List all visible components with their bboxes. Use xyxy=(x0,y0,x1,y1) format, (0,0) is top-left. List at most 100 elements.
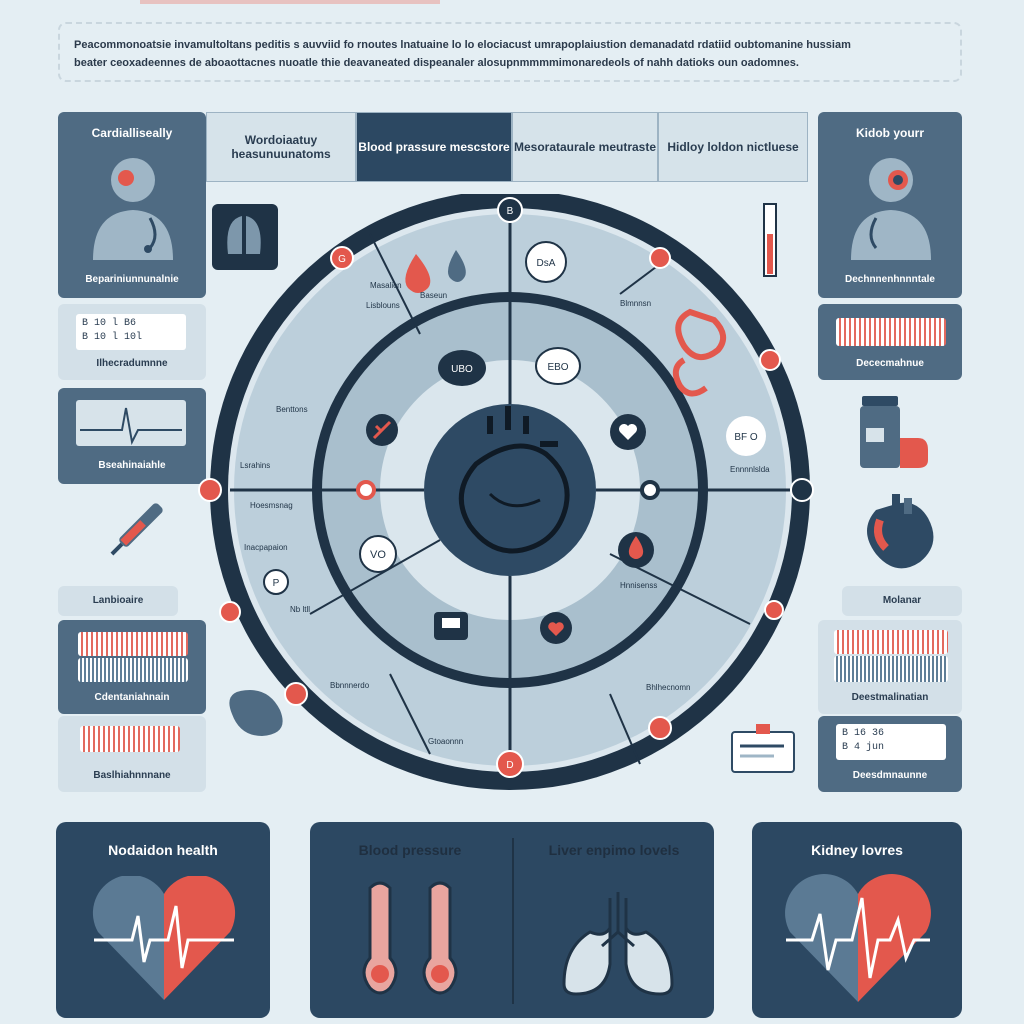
clipboard-icon xyxy=(731,724,795,773)
svg-text:Bbnnnerdo: Bbnnnerdo xyxy=(330,681,370,690)
tab-kidney[interactable]: Hidloy loldon nictluese xyxy=(658,112,808,182)
svg-text:Hnnisenss: Hnnisenss xyxy=(620,581,657,590)
left-lab2-bar xyxy=(80,726,180,752)
left-lab-label-card: Lanbioaire xyxy=(58,586,178,616)
svg-text:Blmnnsn: Blmnnsn xyxy=(620,299,651,308)
svg-text:B: B xyxy=(507,206,514,217)
svg-text:BF O: BF O xyxy=(734,432,758,443)
intro-line-2: beater ceoxadeennes de aboaottacnes nuoa… xyxy=(74,57,799,69)
inner-heart-badge-icon xyxy=(540,612,572,644)
heart-ecg-icon-2 xyxy=(785,874,931,1002)
right-lab-caption: Deestmalinatian xyxy=(851,692,929,703)
wheel-marker-lower-left: P xyxy=(263,569,289,595)
svg-text:Benttons: Benttons xyxy=(276,405,308,414)
svg-text:P: P xyxy=(273,578,280,589)
intro-line-1: Peacommonoatsie invamultoltans peditis s… xyxy=(74,39,851,51)
bottom-card-pressure-liver: Blood pressure Liver enpimo lovels xyxy=(310,822,714,1018)
top-accent-strip xyxy=(140,0,440,4)
wheel-marker-bottom: D xyxy=(496,750,524,778)
inner-dsa-badge: DsA xyxy=(525,241,567,283)
right-profile-caption: Dechnnenhnnntale xyxy=(844,274,935,285)
wheel-marker-left xyxy=(198,478,222,502)
right-lab-card: Deestmalinatian xyxy=(818,620,962,714)
anatomical-heart-small-icon xyxy=(867,494,934,569)
heart-ecg-icon xyxy=(92,876,236,1000)
svg-text:UBO: UBO xyxy=(451,364,473,375)
svg-text:Bhlhecnomn: Bhlhecnomn xyxy=(646,683,690,692)
inner-ebo-badge: EBO xyxy=(535,347,581,385)
inner-blood-drop-icon xyxy=(618,532,654,568)
inner-vo-badge: VO xyxy=(359,535,397,573)
doctor-avatar-icon xyxy=(93,158,173,260)
left-profile-card: Cardialliseally Bepariniunnunalnie xyxy=(58,112,206,298)
health-wheel-diagram: VO UBO EBO DsA BF O B G xyxy=(198,194,814,790)
left-profile-title: Cardialliseally xyxy=(91,126,173,140)
right-profile-title: Kidob yourr xyxy=(856,126,924,140)
left-readout-card: B 10 l B6 B 10 l 10l Ilhecradumnne xyxy=(58,304,206,380)
blood-drop-outer-icon xyxy=(405,250,466,293)
svg-text:Lisblouns: Lisblouns xyxy=(366,301,400,310)
left-lab-bar-blue xyxy=(78,658,188,682)
patient-avatar-icon xyxy=(851,158,931,260)
ecg-monitor-icon xyxy=(76,400,186,446)
right-readout-display: B 16 36 B 4 jun xyxy=(836,724,946,760)
bottom-card-kidney-title: Kidney lovres xyxy=(811,842,903,858)
right-side-label: Molanar xyxy=(882,595,922,606)
anatomical-heart-icon xyxy=(458,406,570,554)
svg-text:Lsrahins: Lsrahins xyxy=(240,461,270,470)
svg-text:Gtoaonnn: Gtoaonnn xyxy=(428,737,463,746)
right-side-label-card: Molanar xyxy=(842,586,962,616)
bottom-card-liver-title: Liver enpimo lovels xyxy=(548,842,680,858)
left-profile-caption: Bepariniunnunalnie xyxy=(85,274,179,285)
left-ecg-caption: Bseahinaiahle xyxy=(98,460,166,471)
svg-text:D: D xyxy=(506,760,513,771)
stomach-outer-icon xyxy=(672,308,727,397)
right-lab-bar-blue xyxy=(834,656,948,682)
inner-heart-icon xyxy=(610,414,646,450)
svg-text:Masalicn: Masalicn xyxy=(370,281,402,290)
svg-text:Baseun: Baseun xyxy=(420,291,447,300)
medicine-jar-icon xyxy=(860,396,928,468)
thermometer-outer-icon xyxy=(763,203,777,277)
bottom-card-divider xyxy=(512,838,514,1004)
inner-ubo-badge: UBO xyxy=(438,350,486,386)
left-ecg-card: Bseahinaiahle xyxy=(58,388,206,484)
inner-cross-icon xyxy=(366,414,398,446)
inner-robot-icon xyxy=(434,612,468,640)
syringe-icon xyxy=(110,503,163,556)
left-lab2-caption: Baslhiahnnnane xyxy=(93,770,171,781)
kidney-outer-icon xyxy=(229,690,283,736)
right-readout-card-2: B 16 36 B 4 jun Deesdmnaunne xyxy=(818,716,962,792)
right-readout-caption: Dececmahnue xyxy=(856,358,924,369)
wheel-marker-right xyxy=(790,478,814,502)
svg-text:VO: VO xyxy=(370,549,386,561)
svg-text:Nb ltll: Nb ltll xyxy=(290,605,310,614)
svg-text:Ennnnlslda: Ennnnlslda xyxy=(730,465,770,474)
thermometer-pair-icon xyxy=(362,881,458,995)
left-lab-label: Lanbioaire xyxy=(92,595,144,606)
left-readout-display: B 10 l B6 B 10 l 10l xyxy=(76,314,186,350)
left-readout-caption: Ilhecradumnne xyxy=(96,358,168,369)
lungs-icon xyxy=(562,892,674,996)
tab-workload[interactable]: Wordoiaatuy heasunuunatoms xyxy=(206,112,356,182)
bottom-card-pressure-title: Blood pressure xyxy=(358,842,462,858)
right-readout-bar xyxy=(836,318,946,346)
right-lab-bar-red xyxy=(834,630,948,654)
intro-paragraph: Peacommonoatsie invamultoltans peditis s… xyxy=(58,22,962,82)
wheel-marker-upper-left: G xyxy=(330,246,354,270)
svg-text:Hoesmsnag: Hoesmsnag xyxy=(250,501,293,510)
tab-blood-pressure[interactable]: Blood prassure mescstore xyxy=(356,112,512,182)
left-lab-caption: Cdentaniahnain xyxy=(94,692,170,703)
svg-text:G: G xyxy=(338,254,346,265)
svg-text:EBO: EBO xyxy=(547,362,568,373)
left-lab-bar-red xyxy=(78,632,188,656)
inner-bfo-badge: BF O xyxy=(726,416,766,456)
left-lab-card-2: Baslhiahnnnane xyxy=(58,716,206,792)
right-profile-card: Kidob yourr Dechnnenhnnntale xyxy=(818,112,962,298)
right-readout-caption-2: Deesdmnaunne xyxy=(852,770,928,781)
svg-text:DsA: DsA xyxy=(537,258,556,269)
tab-metabolic[interactable]: Mesorataurale meutraste xyxy=(512,112,658,182)
wheel-marker-top: B xyxy=(497,197,523,223)
lungs-mini-icon xyxy=(212,204,278,270)
bottom-card-health: Nodaidon health xyxy=(56,822,270,1018)
